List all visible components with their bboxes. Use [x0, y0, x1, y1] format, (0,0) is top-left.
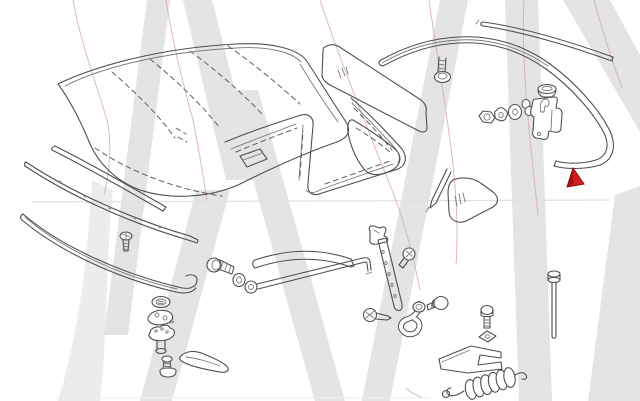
dome-grommet — [537, 83, 557, 98]
hook-link — [397, 301, 423, 338]
watermark-red-outline — [72, 0, 623, 398]
base-plate — [147, 309, 175, 326]
screw-rail — [119, 231, 133, 252]
rear-frame — [224, 97, 406, 196]
pivot-fastener — [148, 324, 175, 355]
eyelet-washer — [244, 280, 258, 294]
release-handle — [179, 350, 229, 373]
spacer-nut — [494, 107, 508, 122]
screw-phillips — [362, 307, 392, 323]
roof-rail-strip — [475, 19, 614, 62]
tension-spring — [441, 367, 528, 400]
hex-nut — [478, 110, 496, 124]
canvas-strap-tab — [239, 148, 268, 168]
square-washer — [478, 330, 497, 343]
hook-bolt — [426, 295, 449, 311]
hardware-row — [478, 98, 534, 124]
tack-rail-strip — [23, 161, 199, 244]
quarter-window-seal — [447, 177, 499, 223]
bracket-plate — [438, 345, 503, 374]
bent-link-rod — [256, 257, 373, 290]
front-bow-molding — [20, 213, 198, 294]
hinge-pin — [547, 270, 561, 339]
washer — [232, 272, 246, 288]
round-washer — [507, 103, 523, 121]
hinge-bolt — [206, 257, 235, 275]
tension-strut — [377, 237, 403, 311]
rear-seal-molding — [378, 36, 614, 170]
screw-pivot — [159, 355, 177, 378]
soft-top-canvas — [57, 43, 350, 197]
red-pointer-arrow — [566, 166, 585, 188]
screw-top — [433, 56, 452, 84]
strut-top-bracket — [368, 225, 389, 245]
lock-latch — [530, 83, 563, 140]
letter-watermark — [31, 0, 640, 401]
grommet-washer — [151, 295, 171, 309]
pillar-trim-strip — [425, 168, 452, 213]
spring-bolt — [480, 304, 494, 329]
screw-strut — [398, 247, 416, 269]
hook-nut — [412, 301, 426, 313]
linkage-tube — [252, 250, 355, 269]
rear-curtain-flap — [321, 44, 428, 133]
upper-bow-molding — [51, 145, 167, 212]
